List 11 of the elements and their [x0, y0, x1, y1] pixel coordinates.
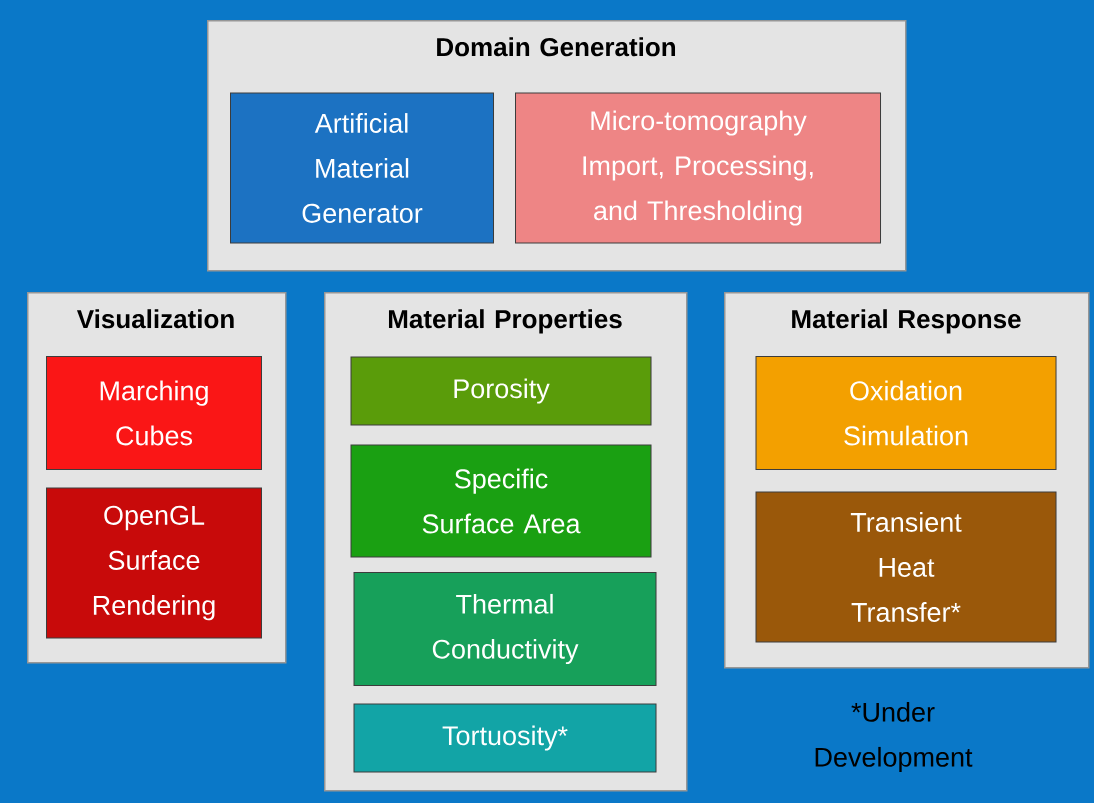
- footnote-text: *Under Development: [815, 701, 973, 773]
- module-box: Marching Cubes: [46, 356, 262, 470]
- module-box: Porosity: [350, 356, 652, 426]
- module-box: Thermal Conductivity: [353, 572, 657, 686]
- module-box: Micro-tomography Import, Processing, and Thresholding: [515, 92, 881, 244]
- module-box: Artificial Material Generator: [230, 92, 494, 244]
- module-box: Tortuosity*: [353, 703, 657, 773]
- module-box: Oxidation Simulation: [755, 356, 1057, 470]
- module-box: Specific Surface Area: [350, 444, 652, 558]
- module-box: Transient Heat Transfer*: [755, 491, 1057, 643]
- module-box: OpenGL Surface Rendering: [46, 487, 262, 639]
